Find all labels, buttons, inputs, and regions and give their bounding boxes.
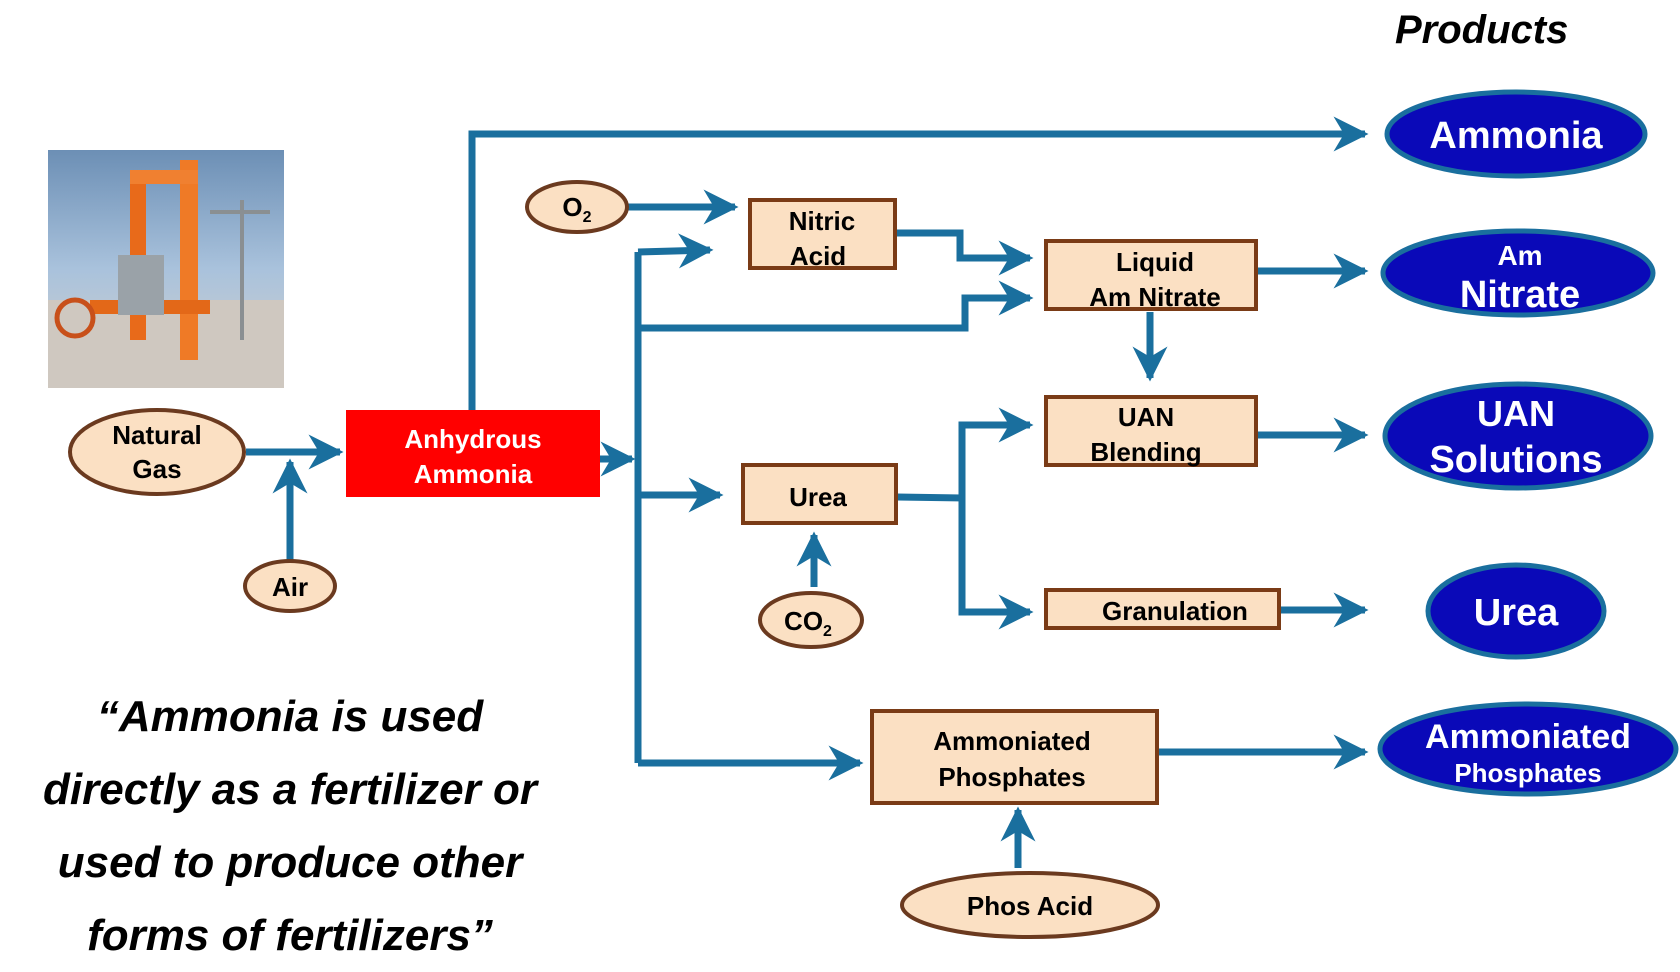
- arrow-urea-to-uan: [896, 407, 1034, 502]
- nitric-label-1: Nitric: [789, 206, 855, 236]
- uan-blend-label-2: Blending: [1090, 437, 1201, 467]
- arrow-urea-to-granulation: [958, 498, 1034, 630]
- box-anhydrous-ammonia: Anhydrous Ammonia: [346, 410, 600, 497]
- input-phos-acid: Phos Acid: [900, 871, 1160, 939]
- box-liquid-am-nitrate: Liquid Am Nitrate: [1044, 239, 1258, 312]
- urea-process-label: Urea: [789, 482, 847, 512]
- anhydrous-label-1: Anhydrous: [404, 424, 541, 454]
- gas-plant-photo-icon: [48, 150, 284, 388]
- box-granulation: Granulation: [1044, 588, 1281, 630]
- arrow-bus-to-nitric: [637, 233, 714, 269]
- product-ammoniated-label: Ammoniated: [1425, 718, 1631, 756]
- liquid-label-2: Am Nitrate: [1089, 282, 1220, 312]
- box-nitric-acid: Nitric Acid: [748, 198, 897, 271]
- products-heading: Products: [1395, 8, 1569, 52]
- granulation-label: Granulation: [1102, 596, 1248, 626]
- product-am-label: Am: [1497, 240, 1542, 271]
- arrow-nitric-to-liquid: [897, 229, 1034, 276]
- input-natural-gas: Natural Gas: [68, 408, 246, 496]
- product-nitrate-label: Nitrate: [1460, 274, 1580, 316]
- product-uan-label: UAN: [1477, 393, 1555, 434]
- ammoniated-process-label-2: Phosphates: [938, 762, 1085, 792]
- product-phosphates-label: Phosphates: [1454, 758, 1601, 788]
- product-uan-solutions: UAN Solutions: [1382, 381, 1654, 491]
- product-ammoniated-phosphates: Ammoniated Phosphates: [1377, 701, 1679, 797]
- box-urea: Urea: [741, 463, 898, 525]
- input-o2: O2: [525, 180, 629, 234]
- natural-gas-label-2: Gas: [132, 454, 181, 484]
- anhydrous-label-2: Ammonia: [414, 459, 533, 489]
- input-co2: CO2: [758, 591, 864, 649]
- box-uan-blending: UAN Blending: [1044, 395, 1258, 467]
- box-ammoniated-phosphates: Ammoniated Phosphates: [870, 709, 1159, 805]
- liquid-label-1: Liquid: [1116, 247, 1194, 277]
- flow-arrows: [246, 116, 1369, 868]
- input-air: Air: [243, 559, 337, 613]
- air-label: Air: [272, 572, 308, 602]
- uan-blend-label-1: UAN: [1118, 402, 1174, 432]
- product-urea-label: Urea: [1474, 592, 1559, 634]
- phos-acid-label: Phos Acid: [967, 891, 1093, 921]
- nitric-label-2: Acid: [790, 241, 846, 271]
- arrow-bus-to-liquid: [638, 280, 1034, 332]
- o2-label: O2: [562, 192, 591, 226]
- product-urea: Urea: [1425, 562, 1607, 660]
- quote-line-1: “Ammonia is used: [96, 692, 484, 741]
- product-ammonia: Ammonia: [1384, 89, 1648, 179]
- co2-label: CO2: [784, 606, 832, 640]
- arrow-ammonia-to-ammonia-product: [468, 116, 1369, 410]
- quote-line-2: directly as a fertilizer or: [43, 765, 537, 814]
- quote-line-3: used to produce other: [57, 838, 523, 887]
- ammoniated-process-label-1: Ammoniated: [933, 726, 1090, 756]
- product-ammonia-label: Ammonia: [1429, 115, 1603, 157]
- natural-gas-label-1: Natural: [112, 420, 202, 450]
- quote-line-4: forms of fertilizers”: [87, 911, 493, 960]
- product-am-nitrate: Am Nitrate: [1380, 228, 1656, 318]
- product-solutions-label: Solutions: [1429, 439, 1602, 481]
